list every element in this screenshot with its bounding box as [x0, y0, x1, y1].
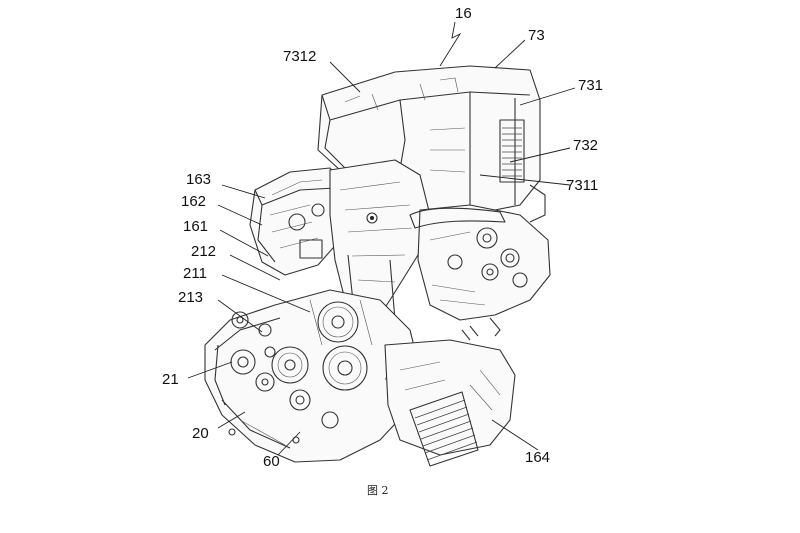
label-20: 20 [192, 425, 209, 442]
label-21: 21 [162, 371, 179, 388]
cylinder-head-drawing [249, 167, 346, 276]
label-731: 731 [578, 77, 603, 94]
crankcase-drawing [204, 289, 421, 463]
label-213: 213 [178, 289, 203, 306]
label-161: 161 [183, 218, 208, 235]
label-7311: 7311 [566, 177, 598, 194]
reference-labels: 16 73 7312 731 732 7311 163 162 161 212 … [162, 5, 603, 470]
label-212: 212 [191, 243, 216, 260]
oil-cooler-drawing [384, 339, 516, 467]
label-16: 16 [455, 5, 472, 22]
right-bank-drawing [409, 204, 551, 341]
label-164: 164 [525, 449, 550, 466]
label-163: 163 [186, 171, 211, 188]
leader-lines [187, 21, 576, 456]
label-211: 211 [183, 265, 207, 282]
label-7312: 7312 [283, 48, 316, 65]
label-732: 732 [573, 137, 598, 154]
label-60: 60 [263, 453, 280, 470]
figure-caption: 图 2 [367, 484, 389, 497]
label-162: 162 [181, 193, 206, 210]
label-73: 73 [528, 27, 545, 44]
